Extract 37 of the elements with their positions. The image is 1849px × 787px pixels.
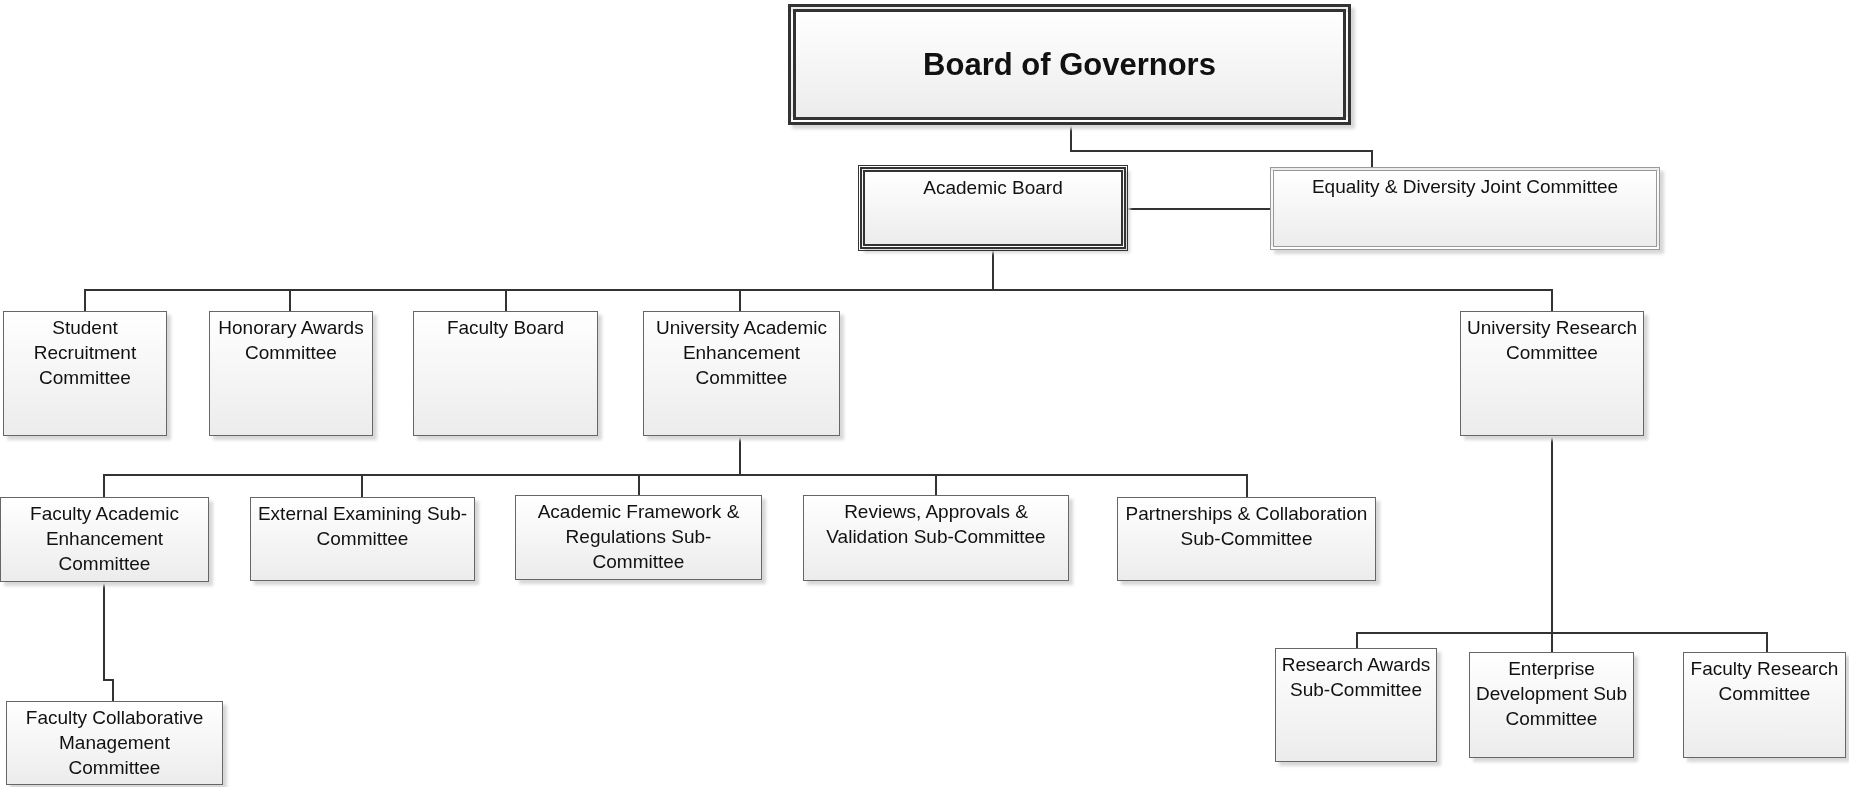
committee-name: University Academic Enhancement Committee xyxy=(654,316,829,390)
committee-box xyxy=(1275,648,1437,762)
committee-name: Academic Board xyxy=(923,176,1063,200)
committee-name: Honorary Awards Committee xyxy=(217,316,365,365)
committee-box xyxy=(1683,652,1846,758)
committee-name: Faculty Board xyxy=(446,316,565,340)
committee-box xyxy=(6,701,223,785)
committee-name: Reviews, Approvals & Validation Sub-Committee xyxy=(825,500,1047,549)
committee-box xyxy=(1460,311,1644,436)
connector-line xyxy=(1070,124,1373,168)
committee-box xyxy=(860,167,1126,249)
committee-name: University Research Committee xyxy=(1466,316,1638,365)
committee-box xyxy=(413,311,598,436)
committee-name: Faculty Collaborative Management Committee xyxy=(24,706,205,780)
committee-name: Board of Governors xyxy=(923,52,1216,77)
committee-box xyxy=(3,311,167,436)
committee-name: Research Awards Sub-Committee xyxy=(1280,653,1432,702)
committee-name: Student Recruitment Committee xyxy=(32,316,138,390)
committee-box xyxy=(0,497,209,582)
committee-box xyxy=(1117,497,1376,581)
committee-box xyxy=(209,311,373,436)
committee-box xyxy=(250,497,475,581)
connector-line xyxy=(1125,208,1271,210)
committee-name: Faculty Academic Enhancement Committee xyxy=(29,502,180,576)
committee-box xyxy=(803,495,1069,581)
title-box xyxy=(788,4,1351,125)
committee-name: Enterprise Development Sub Committee xyxy=(1474,657,1628,731)
committee-name: External Examining Sub-Committee xyxy=(256,502,469,551)
committee-box xyxy=(1469,652,1634,758)
committee-name: Partnerships & Collaboration Sub-Committee xyxy=(1124,502,1369,551)
committee-box xyxy=(1270,167,1660,250)
connector-line xyxy=(103,581,114,702)
committee-name: Faculty Research Committee xyxy=(1689,657,1840,706)
committee-box xyxy=(643,311,840,436)
committee-name: Equality & Diversity Joint Committee xyxy=(1311,175,1619,199)
committee-box xyxy=(515,495,762,580)
committee-name: Academic Framework & Regulations Sub-Committee xyxy=(536,500,741,574)
